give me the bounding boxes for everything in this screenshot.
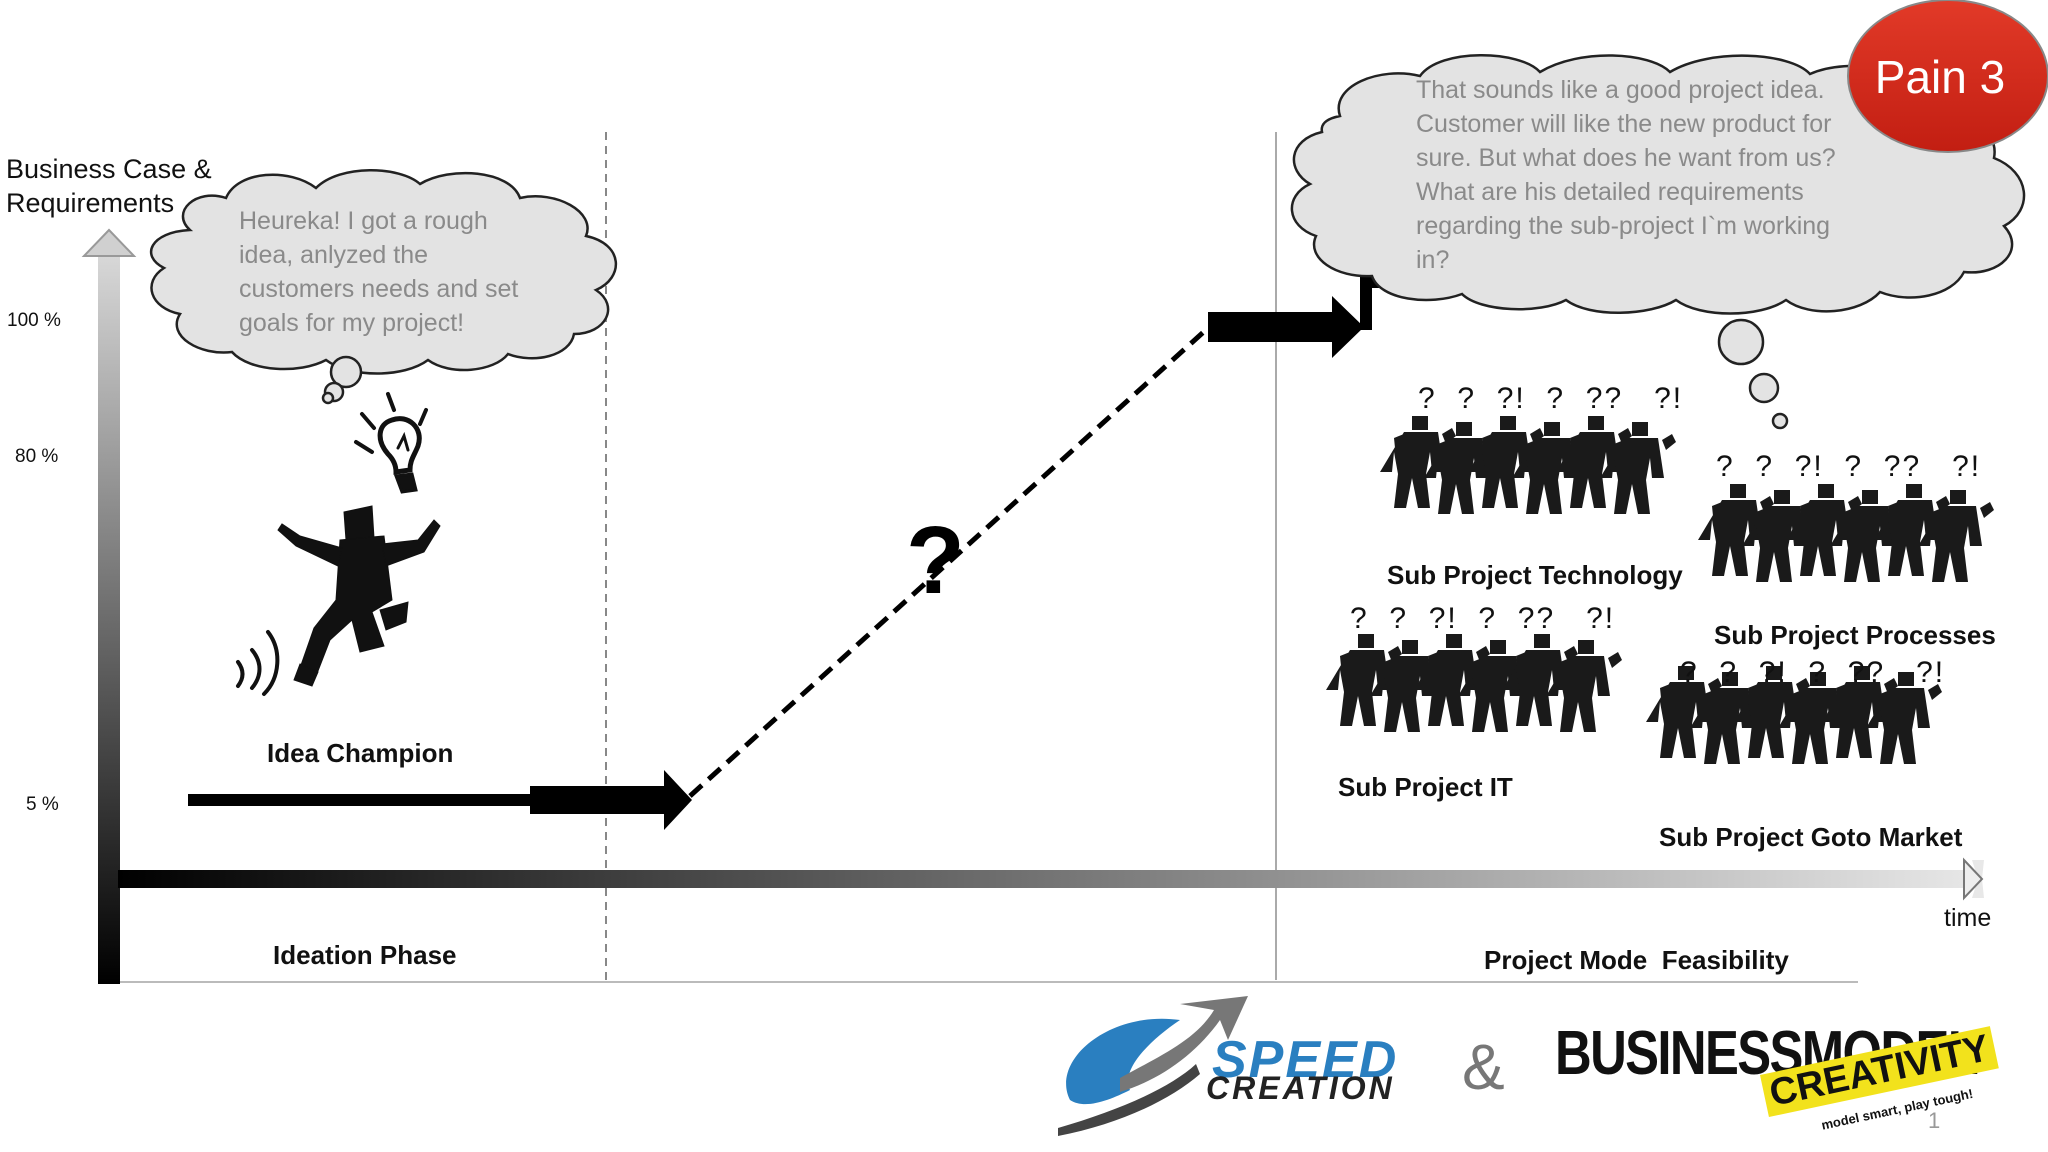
crowd-it <box>1326 634 1622 732</box>
thought-left-line: goals for my project! <box>239 309 465 337</box>
subproject-it-label: Sub Project IT <box>1338 772 1513 802</box>
y-tick-5: 5 % <box>26 794 59 815</box>
subproject-processes-marks: ? ? ?! ? ?? ?! <box>1716 450 1982 483</box>
thought-left-line: Heureka! I got a rough <box>239 207 488 235</box>
idea-champion-figure <box>236 392 441 696</box>
crowd-figure <box>1698 484 1774 576</box>
pain-badge-label: Pain 3 <box>1874 51 2006 103</box>
subproject-goto-market-marks: ? ? ?! ? ?? ?! <box>1680 656 1946 689</box>
crowd-technology <box>1380 416 1676 514</box>
thought-right-line: sure. But what does he want from us? <box>1416 144 1836 172</box>
crowd-figure <box>1502 634 1578 726</box>
crowd-figure <box>1866 672 1942 764</box>
subproject-goto-market-label: Sub Project Goto Market <box>1659 822 1963 852</box>
crowd-figure <box>1786 484 1862 576</box>
crowd-figure <box>1556 416 1632 508</box>
thought-cloud-right <box>1290 54 2026 430</box>
project-phase-label: Project Mode Feasibility <box>1484 945 1789 975</box>
thought-left-line: customers needs and set <box>239 275 519 303</box>
thought-right-line: What are his detailed requirements <box>1416 178 1804 206</box>
x-axis-label: time <box>1944 904 1992 932</box>
crowd-figure <box>1918 490 1994 582</box>
y-axis-title: Business Case & Requirements <box>6 152 212 220</box>
logo-creation-text: CREATION <box>1206 1070 1395 1106</box>
pain-badge <box>1847 0 2048 153</box>
subproject-it-marks: ? ? ?! ? ?? ?! <box>1350 602 1616 635</box>
crowd-figure <box>1742 490 1818 582</box>
crowd-figure <box>1380 416 1456 508</box>
thought-right-line: regarding the sub-project I`m working <box>1416 212 1831 240</box>
ideation-phase-label: Ideation Phase <box>273 940 457 970</box>
idea-champion-label: Idea Champion <box>267 738 454 768</box>
y-axis-title-line2: Requirements <box>6 188 175 218</box>
thought-right-line: in? <box>1416 246 1450 274</box>
crowd-figure <box>1874 484 1950 576</box>
crowd-figure <box>1830 490 1906 582</box>
lightbulb-icon <box>354 392 428 494</box>
project-arrowhead <box>1332 296 1364 358</box>
y-axis-title-line1: Business Case & <box>6 154 212 184</box>
thought-right-text: That sounds like a good project idea. Cu… <box>1416 73 1836 277</box>
ideation-arrowhead <box>664 770 692 830</box>
crowds <box>1326 416 1994 764</box>
logo-speed-text: SPEED <box>1212 1031 1399 1089</box>
logo-ampersand: & <box>1462 1031 1505 1103</box>
subproject-technology-label: Sub Project Technology <box>1387 560 1683 590</box>
crowd-goto-market <box>1646 666 1942 764</box>
crowd-figure <box>1468 416 1544 508</box>
crowd-figure <box>1414 634 1490 726</box>
subproject-processes-label: Sub Project Processes <box>1714 620 1996 650</box>
x-axis-arrowhead <box>1963 857 1984 901</box>
crowd-figure <box>1512 422 1588 514</box>
crowd-figure <box>1424 422 1500 514</box>
crowd-figure <box>1600 422 1676 514</box>
thought-right-line: That sounds like a good project idea. <box>1416 76 1825 104</box>
crowd-figure <box>1646 666 1722 758</box>
crowd-figure <box>1458 640 1534 732</box>
thought-right-line: Customer will like the new product for <box>1416 110 1832 138</box>
crowd-figure <box>1734 666 1810 758</box>
y-axis <box>98 254 120 984</box>
y-tick-80: 80 % <box>15 446 59 467</box>
speed-creation-logo <box>1058 996 1248 1136</box>
subproject-technology-marks: ? ? ?! ? ?? ?! <box>1418 382 1684 415</box>
thought-cloud-left <box>150 169 618 405</box>
uncertain-path <box>688 326 1210 798</box>
crowd-figure <box>1690 672 1766 764</box>
thought-left-line: idea, anlyzed the <box>239 241 429 269</box>
crowd-figure <box>1822 666 1898 758</box>
y-axis-arrowhead <box>81 228 137 257</box>
thought-left-text: Heureka! I got a rough idea, anlyzed the… <box>239 204 518 340</box>
crowd-figure <box>1326 634 1402 726</box>
crowd-figure <box>1778 672 1854 764</box>
x-axis <box>118 870 1980 888</box>
y-tick-100: 100 % <box>7 310 61 331</box>
question-mark: ? <box>906 507 965 614</box>
crowd-figure <box>1546 640 1622 732</box>
page-number: 1 <box>1928 1108 1941 1133</box>
crowd-processes <box>1698 484 1994 582</box>
crowd-figure <box>1370 640 1446 732</box>
